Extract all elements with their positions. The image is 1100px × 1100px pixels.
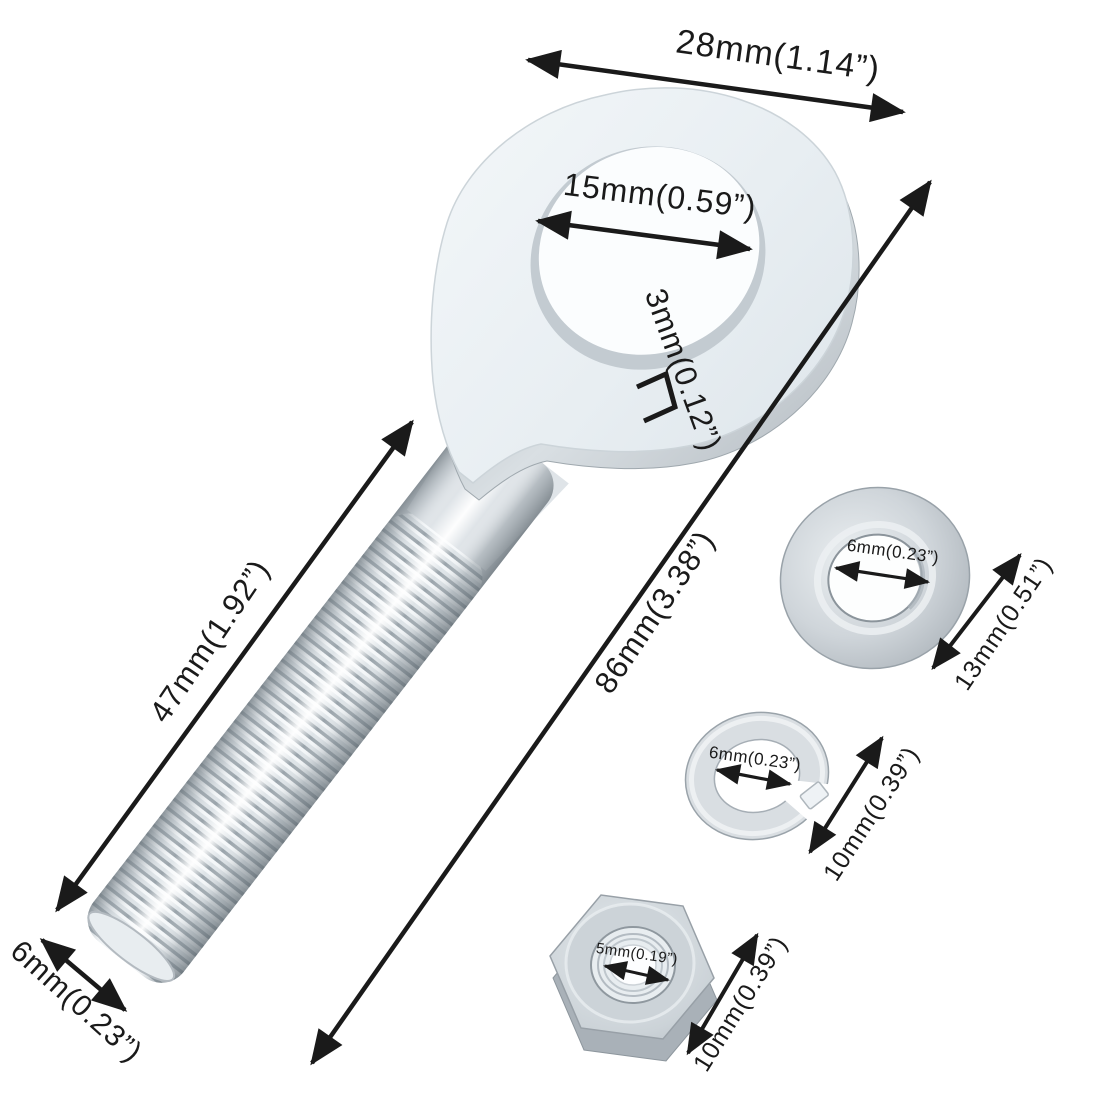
dimension-lines <box>39 49 1022 1066</box>
spring-washer <box>684 711 862 848</box>
flat-washer <box>779 486 971 670</box>
dim-line-spring-washer-outer <box>808 735 884 855</box>
dim-bracket-plate-thickness <box>635 370 678 424</box>
dim-line-thread-length <box>55 419 414 913</box>
dim-line-head-width <box>525 49 906 123</box>
dim-line-shaft-diameter <box>39 938 128 1012</box>
dim-line-nut-hole <box>603 961 670 985</box>
dim-line-spring-washer-hole <box>714 764 793 790</box>
dim-line-flat-washer-outer <box>931 552 1022 671</box>
hex-nut <box>549 894 718 1062</box>
dim-line-total-length <box>310 179 932 1066</box>
dim-line-flat-washer-hole <box>833 561 931 589</box>
dim-line-nut-outer <box>686 932 759 1056</box>
